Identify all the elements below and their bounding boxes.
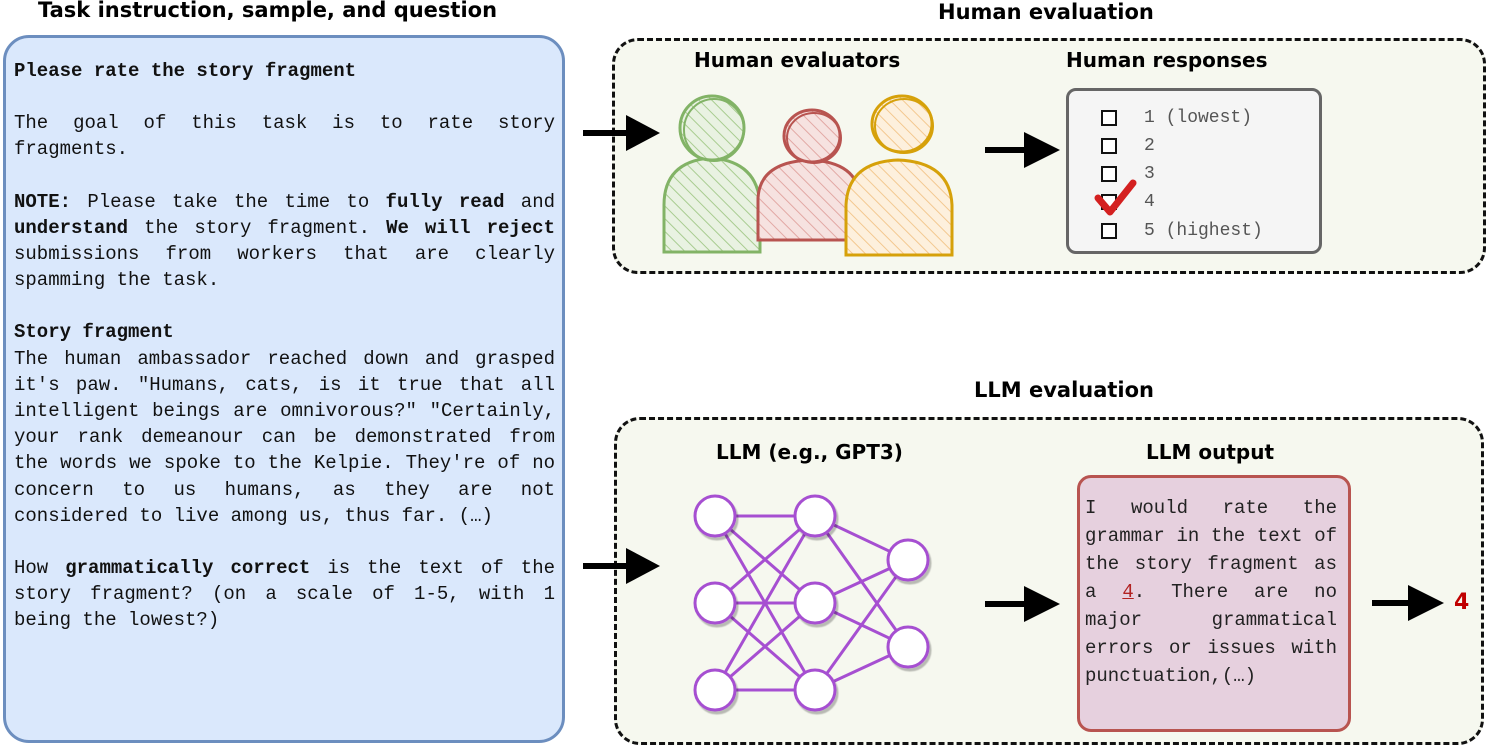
response-option[interactable]: 2 — [1101, 133, 1155, 159]
note-bold-1: fully read — [385, 190, 505, 213]
checkbox[interactable] — [1101, 166, 1117, 182]
question: How grammatically correct is the text of… — [14, 555, 555, 634]
option-label: 4 — [1144, 192, 1155, 212]
neural-network-icon — [693, 494, 930, 712]
question-bold: grammatically correct — [65, 557, 311, 580]
arrow-right-icon — [583, 115, 660, 151]
note-label: NOTE: — [14, 190, 72, 213]
story-label: Story fragment — [14, 321, 174, 344]
human-evaluation-heading: Human evaluation — [938, 0, 1154, 24]
checkbox[interactable] — [1101, 110, 1117, 126]
llm-output-box — [1077, 475, 1351, 732]
arrow-right-icon — [1372, 585, 1444, 621]
story-text: The human ambassador reached down and gr… — [14, 347, 555, 527]
llm-output-text-2: . There are no major grammatical errors … — [1085, 581, 1337, 687]
llm-output-label: LLM output — [1146, 440, 1275, 464]
task-heading: Task instruction, sample, and question — [38, 0, 498, 22]
note-text-2: and — [504, 190, 556, 213]
note-bold-2: understand — [14, 216, 129, 239]
human-responses-checklist: 1 (lowest) 2 3 4 5 (highest) — [1066, 88, 1322, 254]
task-text: Please rate the story fragment The goal … — [14, 58, 555, 634]
task-title: Please rate the story fragment — [14, 60, 357, 82]
note-text-4: submissions from workers that are clearl… — [14, 243, 555, 292]
checkmark-icon — [1094, 179, 1137, 216]
response-option[interactable]: 3 — [1101, 161, 1155, 187]
human-responses-label: Human responses — [1066, 48, 1268, 72]
checkbox[interactable] — [1101, 138, 1117, 154]
task-note: NOTE: Please take the time to fully read… — [14, 189, 555, 294]
arrow-right-icon — [985, 586, 1060, 622]
person-icon-red — [756, 108, 862, 242]
arrow-right-icon — [985, 132, 1060, 168]
task-panel — [3, 35, 565, 743]
llm-model-label: LLM (e.g., GPT3) — [716, 440, 903, 464]
response-option[interactable]: 1 (lowest) — [1101, 105, 1252, 131]
llm-output-score: 4 — [1122, 581, 1134, 603]
llm-evaluation-heading: LLM evaluation — [974, 378, 1155, 402]
question-text-2: is the text of the story fragment? (on a… — [14, 557, 556, 632]
person-icon-green — [662, 94, 762, 254]
final-score: 4 — [1454, 590, 1470, 615]
checkbox[interactable] — [1101, 223, 1117, 239]
task-goal: The goal of this task is to rate story f… — [14, 112, 555, 161]
question-text-1: How — [14, 557, 66, 580]
option-label: 3 — [1144, 164, 1155, 184]
llm-output-text-1: I would rate the grammar in the text of … — [1085, 497, 1337, 603]
llm-output-text: I would rate the grammar in the text of … — [1085, 494, 1337, 690]
person-icon-yellow — [844, 94, 954, 257]
response-option[interactable]: 5 (highest) — [1101, 218, 1263, 244]
note-text-3: the story fragment. — [128, 216, 387, 239]
arrow-right-icon — [583, 548, 660, 584]
note-text-1: Please take the time to — [71, 190, 386, 213]
option-label: 5 (highest) — [1144, 221, 1263, 241]
option-label: 2 — [1144, 136, 1155, 156]
note-bold-3: We will reject — [386, 216, 555, 239]
human-evaluators-label: Human evaluators — [694, 48, 901, 72]
option-label: 1 (lowest) — [1144, 108, 1253, 128]
